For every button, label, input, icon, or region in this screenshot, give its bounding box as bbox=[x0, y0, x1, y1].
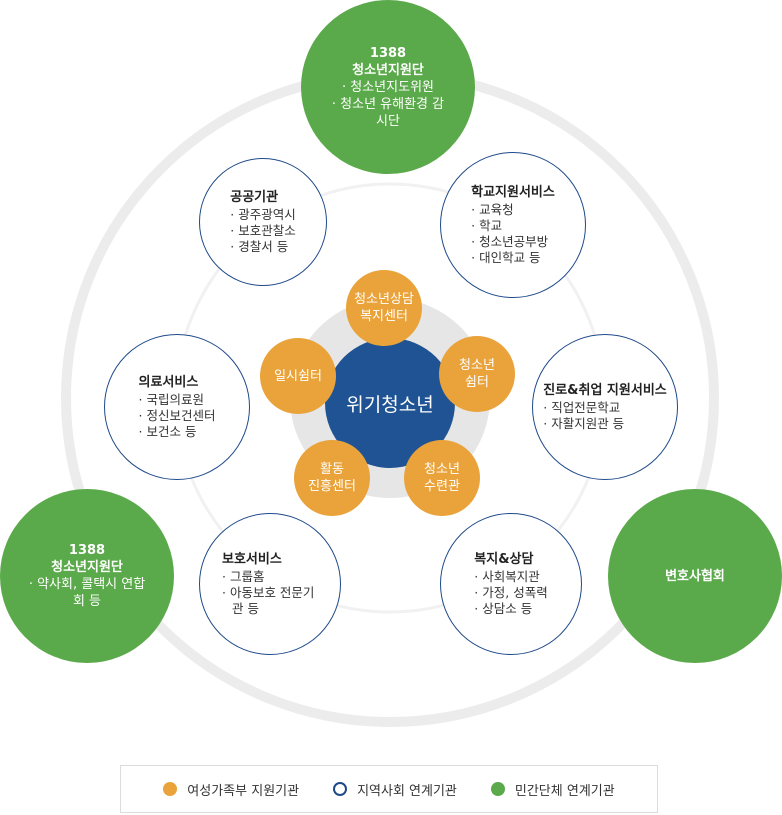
node-title: 학교지원서비스 bbox=[471, 185, 555, 200]
green-node-right: 변호사협회 bbox=[608, 489, 782, 663]
outline-node-public: 공공기관 광주광역시 보호관찰소 경찰서 등 bbox=[199, 158, 327, 286]
node-title: 변호사협회 bbox=[665, 568, 725, 584]
node-items: 교육청 학교 청소년공부방 대인학교 등 bbox=[471, 202, 555, 266]
orange-node-training-center: 청소년 수련관 bbox=[404, 440, 480, 516]
node-title: 청소년지원단 bbox=[51, 560, 123, 575]
legend-label: 지역사회 연계기관 bbox=[357, 783, 457, 799]
outline-node-school: 학교지원서비스 교육청 학교 청소년공부방 대인학교 등 bbox=[440, 152, 586, 298]
list-item: 정신보건센터 bbox=[139, 408, 215, 424]
node-title: 진로&취업 지원서비스 bbox=[543, 383, 667, 398]
outline-node-protection: 보호서비스 그룹홈 아동보호 전문기관 등 bbox=[199, 513, 341, 655]
node-line: 쉼터 bbox=[465, 375, 489, 390]
orange-node-temporary-shelter: 일시쉼터 bbox=[260, 338, 336, 414]
orange-node-counseling: 청소년상담 복지센터 bbox=[346, 270, 422, 346]
node-line: 일시쉼터 bbox=[274, 368, 322, 384]
node-line: 진흥센터 bbox=[308, 479, 356, 494]
list-item: 경찰서 등 bbox=[230, 239, 295, 255]
list-item: 청소년지도위원 bbox=[329, 79, 447, 96]
legend-label: 여성가족부 지원기관 bbox=[187, 783, 300, 799]
legend-item-outline: 지역사회 연계기관 bbox=[333, 780, 457, 799]
legend-label: 민간단체 연계기관 bbox=[514, 783, 615, 799]
node-line: 활동 bbox=[320, 462, 344, 477]
center-label: 위기청소년 bbox=[346, 393, 434, 416]
list-item: 보건소 등 bbox=[139, 424, 216, 440]
list-item: 사회복지관 bbox=[474, 569, 547, 585]
outline-node-medical: 의료서비스 국립의료원 정신보건센터 보건소 등 bbox=[104, 334, 250, 480]
legend-item-orange: 여성가족부 지원기관 bbox=[163, 780, 299, 799]
node-line: 복지센터 bbox=[360, 309, 408, 324]
green-node-top: 1388 청소년지원단 청소년지도위원 청소년 유해환경 감시단 bbox=[301, 0, 475, 174]
filled-circle-icon bbox=[490, 782, 505, 796]
node-items: 광주광역시 보호관찰소 경찰서 등 bbox=[230, 207, 296, 255]
legend-item-green: 민간단체 연계기관 bbox=[490, 780, 615, 799]
node-title: 1388 bbox=[68, 543, 106, 558]
list-item: 직업전문학교 bbox=[543, 400, 667, 416]
list-item: 청소년공부방 bbox=[471, 234, 555, 250]
green-node-left: 1388 청소년지원단 약사회, 콜택시 연합회 등 bbox=[0, 489, 174, 663]
list-item: 교육청 bbox=[471, 202, 555, 218]
legend: 여성가족부 지원기관 지역사회 연계기관 민간단체 연계기관 bbox=[120, 765, 658, 813]
node-title: 1388 bbox=[369, 45, 407, 61]
outline-circle-icon bbox=[333, 782, 348, 796]
filled-circle-icon bbox=[163, 782, 178, 796]
list-item: 아동보호 전문기관 등 bbox=[222, 585, 318, 617]
outline-node-career: 진로&취업 지원서비스 직업전문학교 자활지원관 등 bbox=[532, 334, 678, 480]
list-item: 약사회, 콜택시 연합회 등 bbox=[27, 576, 147, 610]
list-item: 가정, 성폭력 bbox=[474, 585, 547, 601]
node-items: 직업전문학교 자활지원관 등 bbox=[543, 400, 667, 432]
node-items: 그룹홈 아동보호 전문기관 등 bbox=[222, 569, 318, 617]
node-title: 공공기관 bbox=[230, 190, 279, 205]
node-items: 약사회, 콜택시 연합회 등 bbox=[27, 576, 147, 610]
list-item: 학교 bbox=[471, 218, 555, 234]
node-items: 사회복지관 가정, 성폭력 상담소 등 bbox=[474, 569, 547, 617]
orange-node-activity-center: 활동 진흥센터 bbox=[294, 440, 370, 516]
node-line: 청소년상담 bbox=[354, 292, 414, 307]
list-item: 대인학교 등 bbox=[471, 250, 555, 266]
list-item: 보호관찰소 bbox=[230, 223, 296, 239]
node-title: 의료서비스 bbox=[138, 375, 199, 390]
node-title: 복지&상담 bbox=[474, 552, 534, 567]
node-line: 청소년 bbox=[424, 462, 460, 477]
list-item: 상담소 등 bbox=[474, 601, 547, 617]
outline-node-welfare: 복지&상담 사회복지관 가정, 성폭력 상담소 등 bbox=[440, 513, 582, 655]
node-title: 보호서비스 bbox=[222, 552, 282, 567]
node-items: 청소년지도위원 청소년 유해환경 감시단 bbox=[329, 79, 447, 130]
orange-node-shelter: 청소년 쉼터 bbox=[439, 336, 515, 412]
list-item: 그룹홈 bbox=[222, 569, 318, 585]
list-item: 청소년 유해환경 감시단 bbox=[329, 96, 447, 130]
node-line: 청소년 bbox=[459, 358, 495, 373]
node-items: 국립의료원 정신보건센터 보건소 등 bbox=[139, 392, 216, 440]
list-item: 광주광역시 bbox=[230, 207, 296, 223]
list-item: 자활지원관 등 bbox=[543, 416, 667, 432]
node-line: 수련관 bbox=[424, 479, 460, 494]
list-item: 국립의료원 bbox=[139, 392, 216, 408]
node-title: 청소년지원단 bbox=[352, 62, 424, 78]
